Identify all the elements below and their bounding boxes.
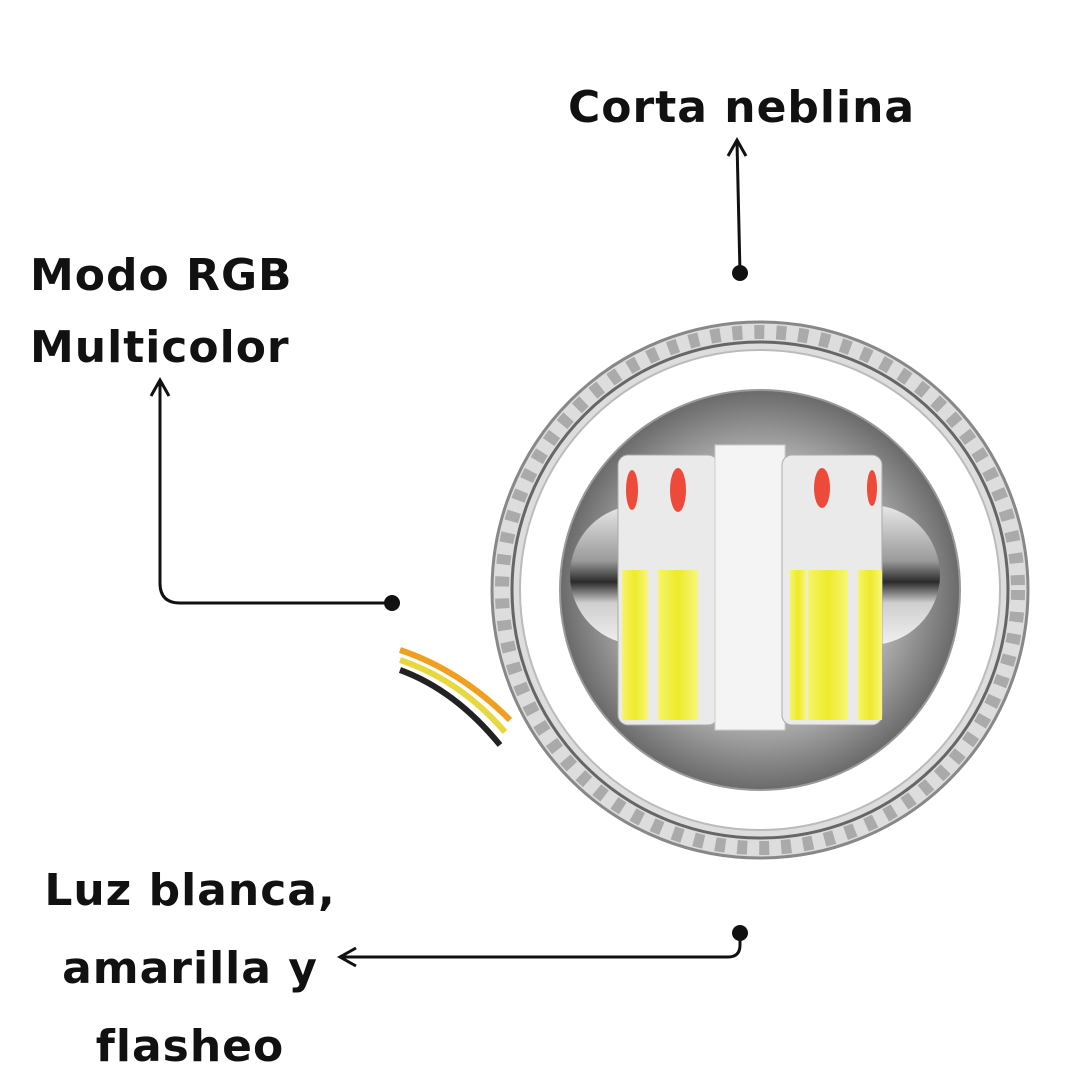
label-line: Multicolor [30,322,290,373]
label-light-modes: Luz blanca, amarilla y flasheo [40,852,340,1080]
callout-arrows [149,136,748,968]
dot-top [732,265,748,281]
label-line: Modo RGB [30,250,293,301]
dot-bottom [732,925,748,941]
label-fog-cutter: Corta neblina [568,72,915,144]
label-rgb-mode: Modo RGB Multicolor [30,240,293,384]
arrow-top [735,141,742,274]
dot-left [384,595,400,611]
arrow-bottom [342,933,742,959]
wires [398,647,513,747]
led-module-right [781,454,883,726]
label-line: amarilla y [62,943,318,994]
label-line: Luz blanca, [44,865,336,916]
arrow-left [158,382,392,605]
center-bracket [714,444,786,731]
label-line: Corta neblina [568,82,916,133]
led-module-left [617,454,719,726]
label-line: flasheo [95,1021,285,1072]
